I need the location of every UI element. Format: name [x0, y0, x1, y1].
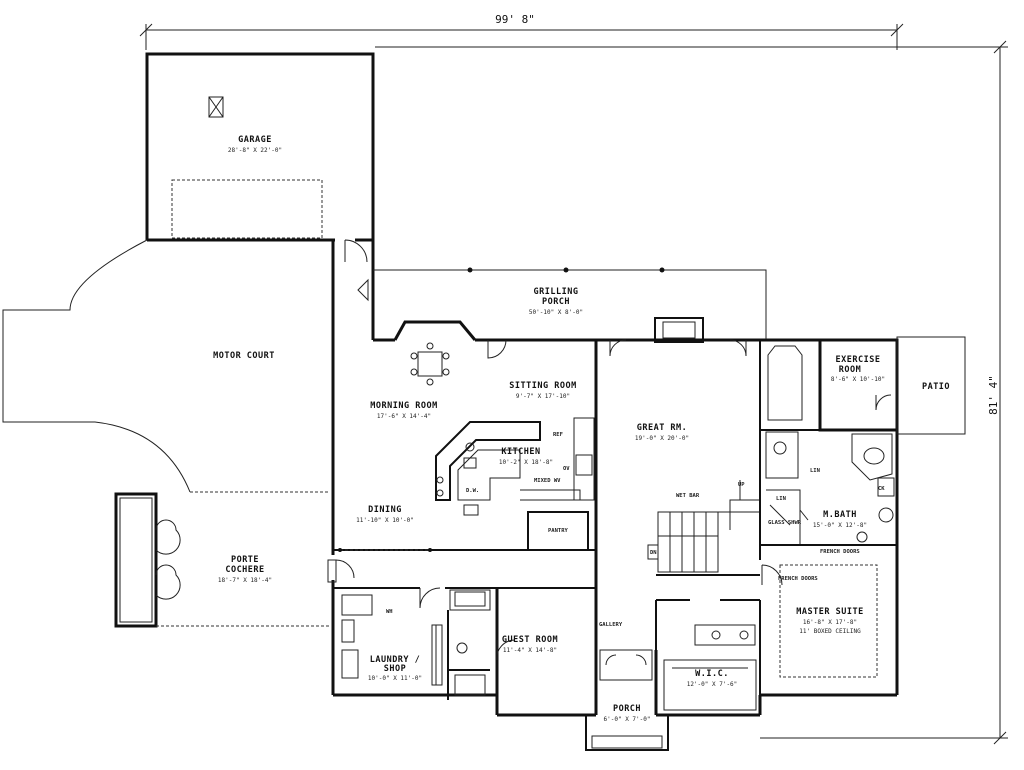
porte-cochere-label-1: PORTE	[231, 555, 259, 565]
grilling-porch: GRILLING PORCH 50'-10" X 8'-0"	[373, 267, 767, 343]
sitting-room-size: 9'-7" X 17'-10"	[516, 393, 570, 400]
dining: DINING 11'-10" X 10'-0"	[338, 476, 444, 552]
walk-in-closet: W.I.C. 12'-0" X 7'-6"	[663, 624, 757, 711]
mixed-ww-label: MIXED WV	[534, 478, 561, 484]
morning-room: MORNING ROOM 17'-6" X 14'-4"	[370, 320, 477, 420]
ref-label: REF	[553, 432, 563, 438]
overall-depth-dimension: 81' 4"	[375, 40, 1008, 745]
dw-label: D.W.	[466, 488, 479, 494]
lin2-label: LIN	[810, 468, 820, 474]
laundry: WH LAUNDRY / SHOP 10'-0" X 11'-0"	[341, 587, 443, 686]
morning-room-size: 17'-6" X 14'-4"	[377, 413, 431, 420]
guest-room-size: 11'-4" X 14'-8"	[503, 647, 557, 654]
master-suite-ceiling: 11' BOXED CEILING	[799, 628, 861, 635]
oven-label: OV	[563, 466, 570, 472]
porch-label: PORCH	[613, 704, 641, 714]
kitchen-label: KITCHEN	[501, 447, 540, 457]
master-suite-label: MASTER SUITE	[796, 607, 863, 617]
overall-width-label: 99' 8"	[495, 13, 535, 26]
sitting-room-label: SITTING ROOM	[509, 381, 576, 391]
garage-size: 28'-8" X 22'-0"	[228, 147, 282, 154]
kitchen: PANTRY REF D.W. MIXED WV OV KITCHEN 10'-…	[435, 417, 595, 551]
motor-court-label: MOTOR COURT	[213, 351, 275, 361]
master-bath-size: 15'-0" X 12'-8"	[813, 522, 867, 529]
kitchen-size: 10'-2" X 18'-8"	[499, 459, 553, 466]
laundry-label-1: LAUNDRY /	[370, 655, 421, 665]
exercise-room-label-1: EXERCISE	[836, 355, 881, 365]
master-suite: FRENCH DOORS MASTER SUITE 16'-8" X 17'-8…	[761, 564, 878, 678]
laundry-label-2: SHOP	[384, 664, 406, 674]
garage-label: GARAGE	[238, 135, 272, 145]
house-walls	[331, 240, 899, 717]
porte-cochere-size: 18'-7" X 18'-4"	[218, 577, 272, 584]
sitting-room: SITTING ROOM 9'-7" X 17'-10"	[487, 339, 576, 400]
wet-bar-label: WET BAR	[676, 493, 700, 499]
french-doors-bath-label: FRENCH DOORS	[820, 549, 860, 555]
gallery-label: GALLERY	[599, 622, 623, 628]
laundry-size: 10'-0" X 11'-0"	[368, 675, 422, 682]
entry-porch: PORCH 6'-0" X 7'-0" GALLERY	[585, 622, 669, 751]
up-label: UP	[738, 482, 745, 488]
wic-size: 12'-0" X 7'-6"	[687, 681, 738, 688]
french-doors-suite-label: FRENCH DOORS	[778, 576, 818, 582]
garage: GARAGE 28'-8" X 22'-0"	[145, 52, 375, 263]
grilling-porch-label-1: GRILLING	[534, 287, 579, 297]
master-bath: LIN GLASS SHWR LIN CK M.BATH 15'-0" X 12…	[760, 431, 897, 555]
porte-cochere: PORTE COCHERE 18'-7" X 18'-4"	[114, 492, 330, 628]
garage-steps	[357, 278, 369, 302]
great-room-size: 19'-0" X 20'-0"	[635, 435, 689, 442]
glass-shwr-label: GLASS SHWR	[768, 520, 802, 526]
patio-label: PATIO	[922, 382, 950, 392]
grilling-porch-label-2: PORCH	[542, 297, 570, 307]
dining-size: 11'-10" X 10'-0"	[356, 517, 414, 524]
pantry-label: PANTRY	[548, 528, 569, 534]
side-entry	[327, 559, 355, 583]
overall-width-dimension: 99' 8"	[139, 12, 904, 50]
morning-room-label: MORNING ROOM	[370, 401, 437, 411]
exercise-room-label-2: ROOM	[839, 365, 861, 375]
overall-depth-label: 81' 4"	[987, 375, 1000, 415]
grilling-porch-size: 50'-10" X 8'-0"	[529, 309, 583, 316]
closet-north	[760, 339, 821, 431]
exercise-room: EXERCISE ROOM 8'-6" X 10'-10"	[818, 338, 899, 432]
dn-label: DN	[650, 550, 657, 556]
wh-label: WH	[386, 609, 393, 615]
dining-label: DINING	[368, 505, 402, 515]
master-bath-label: M.BATH	[823, 510, 857, 520]
great-room-label: GREAT RM.	[637, 423, 688, 433]
motor-court: MOTOR COURT	[2, 239, 330, 493]
porte-cochere-label-2: COCHERE	[225, 565, 264, 575]
exercise-room-size: 8'-6" X 10'-10"	[831, 376, 885, 383]
patio: PATIO	[896, 336, 966, 435]
master-suite-size: 16'-8" X 17'-8"	[803, 619, 857, 626]
ck-label: CK	[878, 486, 885, 492]
great-room: GREAT RM. 19'-0" X 20'-0" WET BAR UP DN	[609, 339, 761, 695]
guest-room: GUEST ROOM 11'-4" X 14'-8"	[447, 589, 558, 700]
wic-label: W.I.C.	[695, 669, 729, 679]
guest-room-label: GUEST ROOM	[502, 635, 558, 645]
porch-size: 6'-0" X 7'-0"	[604, 716, 651, 723]
lin-label: LIN	[776, 496, 786, 502]
